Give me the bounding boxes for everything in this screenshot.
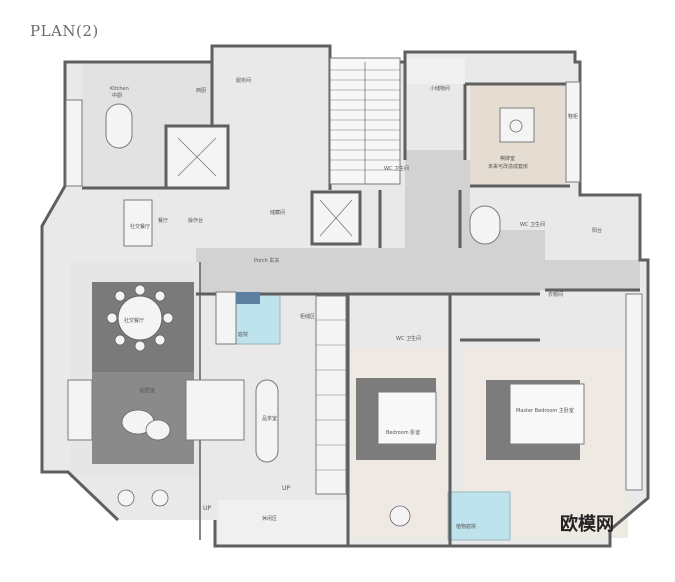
top-utility-floor <box>405 58 465 84</box>
balcony-floor <box>218 500 348 544</box>
label-pool: 植物庭院 <box>456 523 476 530</box>
label-bedroom: Bedroom 卧室 <box>386 429 420 436</box>
label-courtyard: 庭院 <box>238 331 248 338</box>
watermark: 欧模网 <box>560 513 614 535</box>
label-tea-room: 棋牌室 <box>500 155 515 162</box>
built-ins <box>65 57 643 495</box>
label-up-2: UP <box>203 505 211 512</box>
round-dining-table <box>117 295 163 341</box>
label-cabinet: 柜储区 <box>300 313 315 320</box>
label-bath2: WC 卫生间 <box>396 335 421 342</box>
label-up-1: UP <box>282 485 290 492</box>
label-wardrobe: 衣帽间 <box>548 291 563 298</box>
dining-chairs <box>106 284 174 352</box>
label-corridor: Porch 玄关 <box>254 257 279 264</box>
label-utility: 服务间 <box>236 77 251 84</box>
corridor-floor-2 <box>405 150 465 250</box>
label-study: 品茶室 <box>262 415 277 422</box>
label-shoe: 鞋柜 <box>568 113 578 120</box>
label-dining: 餐厅 <box>158 217 168 224</box>
stair-labels: UP UP <box>203 485 290 512</box>
label-dining-area: 社交餐厅 <box>130 223 150 230</box>
kitchen-island <box>105 103 133 149</box>
label-kitchen: 中厨 <box>112 92 122 99</box>
lounge-chair <box>117 489 135 507</box>
label-living: 起居室 <box>140 387 155 394</box>
outer-wall <box>63 44 650 548</box>
tea-chair <box>509 119 523 133</box>
label-western-kitchen: 西厨 <box>196 88 206 94</box>
coffee-table-2 <box>145 419 171 441</box>
garden-pool <box>447 491 511 541</box>
label-west-kitchen: 操作台 <box>188 217 203 224</box>
bedroom-chair <box>389 505 411 527</box>
label-small-balcony: 阳台 <box>592 227 602 234</box>
outer-wall-west <box>40 185 120 522</box>
label-storage2: 小储物间 <box>430 85 450 92</box>
label-tea-room-sub: 未来可改造成套房 <box>488 163 528 170</box>
room-labels: Kitchen 中厨 西厨 服务间 操作台 餐厅 社交餐厅 Porch 玄关 起… <box>110 77 602 530</box>
label-bath3: WC 卫生间 <box>520 221 545 228</box>
label-storage: 储藏间 <box>270 209 285 216</box>
label-bath1: WC 卫生间 <box>384 165 409 172</box>
corridor-floor <box>196 160 640 294</box>
label-kitchen-en: Kitchen <box>110 86 129 92</box>
plan-title: PLAN(2) <box>30 22 99 40</box>
label-dining-room: 社交餐厅 <box>124 317 144 324</box>
label-balcony: 休闲区 <box>262 515 277 522</box>
lounge-chair-2 <box>151 489 169 507</box>
label-master: Master Bedroom 主卧室 <box>516 407 574 414</box>
